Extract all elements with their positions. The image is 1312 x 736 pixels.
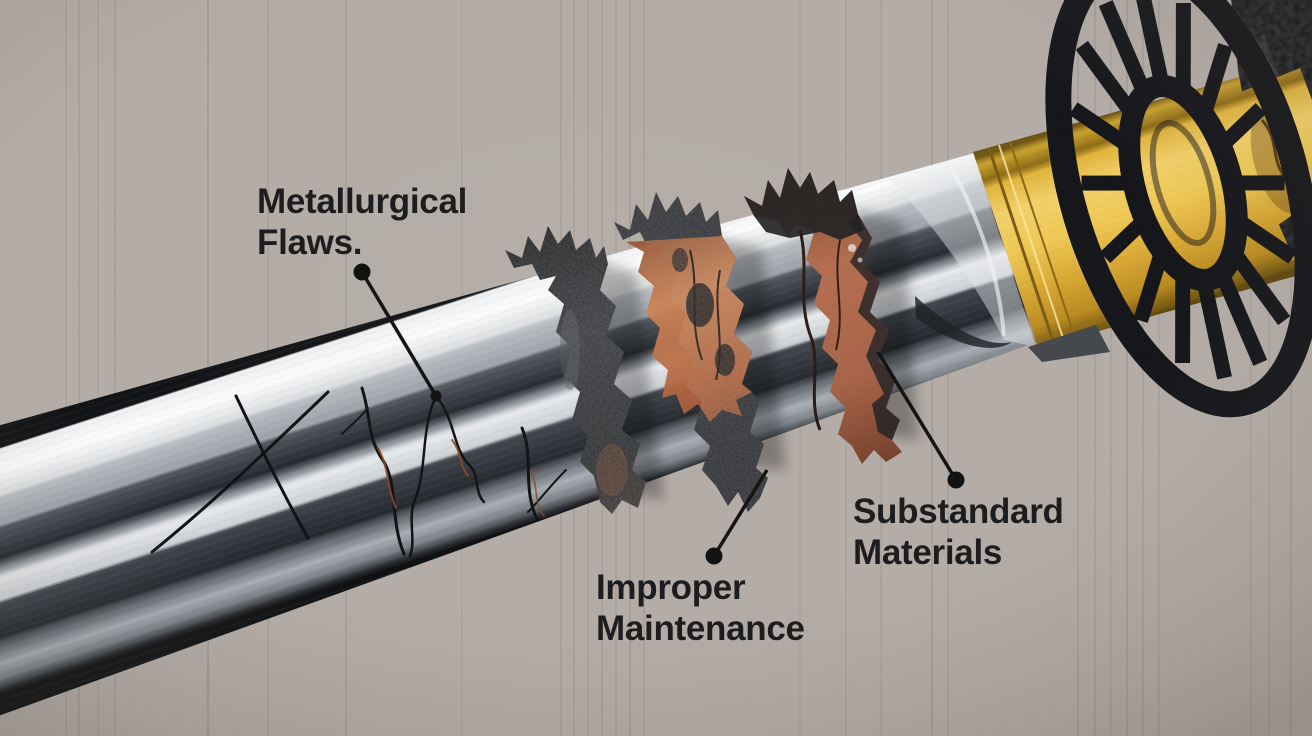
label-line: Maintenance — [596, 609, 805, 648]
leader-lines — [353, 263, 965, 565]
label-line: Metallurgical — [257, 182, 468, 221]
label-substandard-materials: Substandard Materials — [853, 491, 1064, 573]
label-line: Flaws. — [257, 223, 363, 262]
label-line: Improper — [596, 568, 746, 607]
leader-line-improper — [705, 469, 769, 565]
label-metallurgical-flaws: Metallurgical Flaws. — [257, 181, 467, 263]
label-improper-maintenance: Improper Maintenance — [596, 567, 805, 649]
leader-line-metallurgical — [353, 263, 442, 402]
label-line: Substandard — [853, 492, 1064, 531]
leader-line-substandard — [876, 351, 965, 489]
label-line: Materials — [853, 533, 1003, 572]
